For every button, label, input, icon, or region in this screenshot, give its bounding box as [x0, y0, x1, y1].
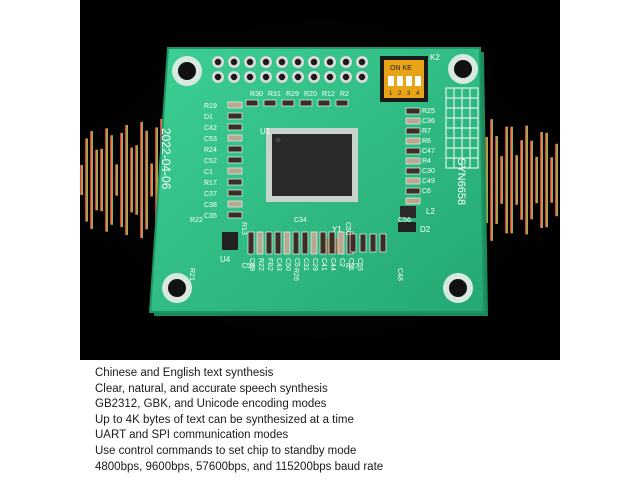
svg-text:1: 1	[389, 91, 393, 97]
svg-text:4: 4	[416, 91, 420, 97]
silkscreen-label: C51	[347, 258, 354, 271]
silkscreen-label: C50	[284, 258, 291, 271]
silkscreen-label: C53	[204, 136, 217, 143]
silkscreen-label: C2	[338, 258, 345, 267]
mount-hole-tr	[448, 54, 478, 84]
svg-text:3: 3	[407, 91, 411, 97]
svg-text:2: 2	[398, 91, 402, 97]
top-component-labels: R30 R31 R29 R20 R12 R2	[250, 91, 349, 98]
k2-label: K2	[430, 53, 440, 62]
feature-item: 4800bps, 9600bps, 57600bps, and 115200bp…	[95, 460, 384, 473]
silkscreen-label: C1	[204, 169, 213, 176]
silkscreen-label: R12	[322, 91, 335, 98]
silkscreen-label: C52	[204, 158, 217, 165]
feature-item: Clear, natural, and accurate speech synt…	[95, 382, 328, 395]
silkscreen-label: R7	[422, 128, 431, 135]
silkscreen-label: C36	[422, 118, 435, 125]
silkscreen-label: C31	[302, 258, 309, 271]
board-date-text: 2022-04-06	[159, 128, 173, 190]
silkscreen-label: C35	[204, 213, 217, 220]
l2-label: L2	[426, 207, 435, 216]
d2-label: D2	[420, 225, 431, 234]
board-model-text: SYN6658	[455, 158, 467, 205]
u4-label: U4	[220, 255, 231, 264]
silkscreen-label: C55	[356, 258, 363, 271]
silkscreen-label: D1	[204, 114, 213, 121]
y1-label: Y1	[332, 225, 342, 234]
silkscreen-label: R19	[204, 103, 217, 110]
silkscreen-label: C43	[275, 258, 282, 271]
silkscreen-label: C29	[311, 258, 318, 271]
silkscreen-label: R25	[422, 108, 435, 115]
silkscreen-label: C47	[422, 148, 435, 155]
silkscreen-label: C38	[204, 202, 217, 209]
silkscreen-label: C49	[422, 178, 435, 185]
main-chip-u1: U1	[260, 127, 358, 202]
silkscreen-label: C37	[204, 191, 217, 198]
silkscreen-label: C48	[396, 268, 403, 281]
regulator-u4: U4	[220, 232, 238, 264]
feature-list: Chinese and English text synthesis Clear…	[95, 366, 383, 475]
silkscreen-label: R24	[204, 147, 217, 154]
silkscreen-label: R30	[250, 91, 263, 98]
silkscreen-label: R17	[204, 180, 217, 187]
silkscreen-label: R13	[240, 222, 247, 235]
silkscreen-label: C44	[329, 258, 336, 271]
silkscreen-label: C30	[422, 168, 435, 175]
silkscreen-label: C55	[242, 263, 255, 270]
smd-components	[227, 99, 421, 255]
silkscreen-label: C34	[294, 217, 307, 224]
silkscreen-label: R4	[422, 158, 431, 165]
pin-header	[212, 56, 368, 83]
silkscreen-label: R26	[292, 268, 299, 281]
silkscreen-label: R6	[422, 138, 431, 145]
mount-hole-bl	[162, 273, 192, 303]
silkscreen-label: R22	[257, 258, 264, 271]
feature-item: GB2312, GBK, and Unicode encoding modes	[95, 398, 327, 411]
silkscreen-label: R29	[286, 91, 299, 98]
silkscreen-label: R2	[340, 91, 349, 98]
mount-hole-br	[443, 273, 473, 303]
diode-d2: D2	[398, 222, 431, 234]
mount-hole-tl	[172, 56, 202, 86]
silkscreen-label: C50	[344, 222, 351, 235]
silkscreen-label: C5	[293, 258, 300, 267]
silkscreen-label: C42	[204, 125, 217, 132]
silkscreen-label: R21	[188, 268, 195, 281]
silkscreen-label: R20	[304, 91, 317, 98]
silkscreen-label: C6	[422, 188, 431, 195]
inductor-l2: L2	[400, 206, 435, 218]
dip-switch-label: ON KE	[390, 65, 412, 72]
silkscreen-label: R31	[268, 91, 281, 98]
feature-item: UART and SPI communication modes	[95, 429, 289, 442]
silkscreen-label: C39	[248, 258, 255, 271]
silkscreen-label: R22	[190, 217, 203, 224]
silkscreen-label: C41	[320, 258, 327, 271]
silkscreen-label: C56	[398, 217, 411, 224]
feature-item: Chinese and English text synthesis	[95, 367, 274, 379]
silkscreen-label: FB2	[266, 258, 273, 271]
config-table	[445, 87, 479, 169]
u1-label: U1	[260, 127, 271, 136]
silkscreen-label: R27	[346, 263, 359, 270]
feature-item: Up to 4K bytes of text can be synthesize…	[95, 413, 354, 426]
feature-item: Use control commands to set chip to stan…	[95, 444, 357, 457]
